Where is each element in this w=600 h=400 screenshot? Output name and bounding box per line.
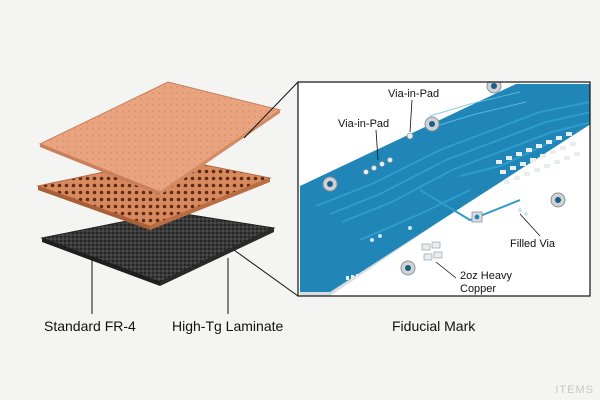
heavy-copper-pads (421, 241, 443, 261)
pcb-closeup (297, 81, 591, 297)
heavy-copper-label-line1: 2oz Heavy (460, 270, 512, 282)
high-tg-laminate-label: High-Tg Laminate (172, 318, 284, 334)
zoom-connector-top (243, 81, 299, 139)
via-in-pad-left-label: Via-in-Pad (338, 118, 390, 130)
filled-via-array (496, 132, 580, 184)
via-in-pad-top-label: Via-in-Pad (388, 88, 440, 100)
heavy-copper-label-line2: Copper (460, 283, 497, 295)
small-vias (370, 208, 528, 242)
via-in-pad-top-leader (409, 99, 413, 133)
laminate-stack (36, 81, 282, 286)
filled-via-label: Filled Via (510, 238, 556, 250)
via-in-pad-row (363, 157, 393, 175)
standard-fr4-label: Standard FR-4 (44, 318, 136, 334)
zoom-frame (297, 81, 591, 297)
via-in-pad-single (406, 132, 414, 140)
zoom-connector-bottom (233, 249, 299, 297)
filled-via-leader (519, 213, 541, 237)
fiducial-mark-label: Fiducial Mark (392, 318, 476, 334)
watermark: ITEMS (555, 384, 594, 396)
copper-leader (435, 261, 457, 279)
silkscreen-marking (346, 274, 359, 280)
via-in-pad-left-leader (375, 129, 379, 161)
